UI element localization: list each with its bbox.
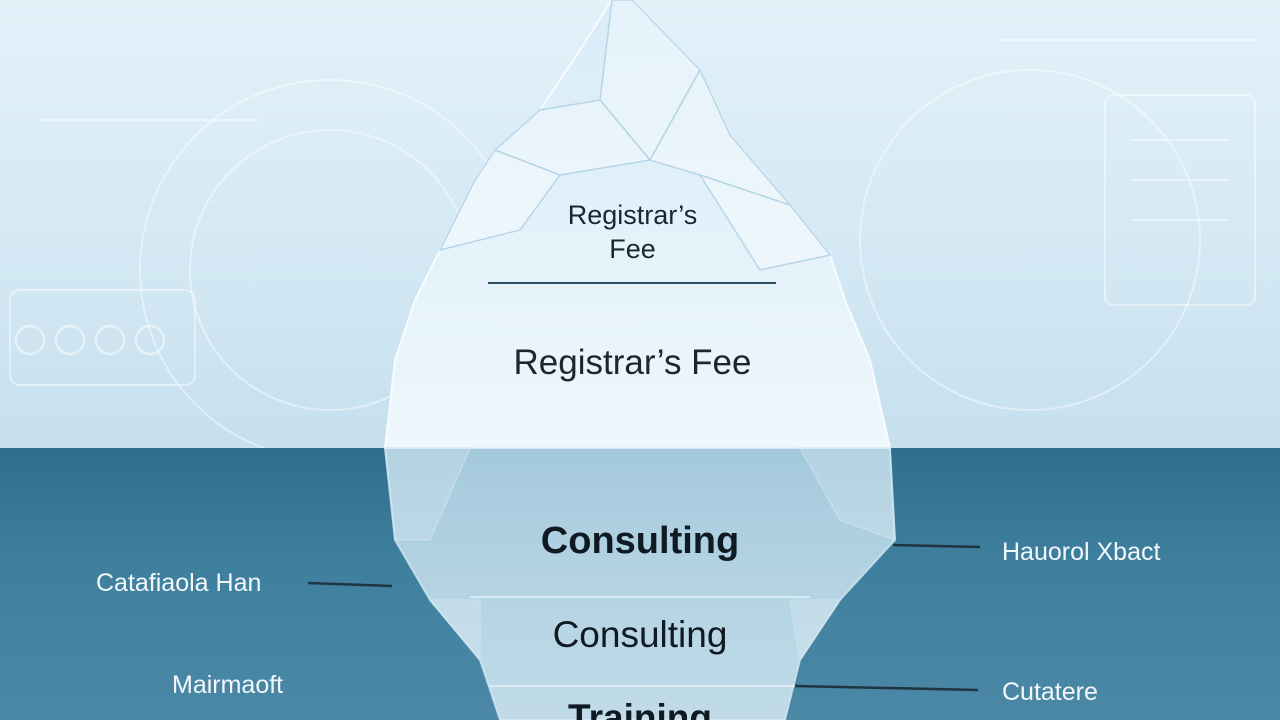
callout-right-1: Hauorol Xbact (1002, 538, 1161, 566)
submerged-label-1: Consulting (540, 520, 740, 562)
iceberg-visible-label: Registrar’s Fee (513, 343, 752, 382)
callout-line-right-2 (794, 684, 979, 692)
callout-left-1: Catafiaola Han (96, 569, 262, 597)
callout-left-2: Mairmaoft (172, 671, 284, 699)
callout-right-2: Cutatere (1002, 678, 1098, 706)
submerged-label-3: Training (568, 697, 712, 720)
callout-line-left-1 (307, 581, 393, 588)
callout-line-right-1 (892, 543, 981, 549)
iceberg-tip-label: Registrar’s Fee (567, 200, 698, 264)
submerged-label-2: Consulting (552, 614, 728, 655)
